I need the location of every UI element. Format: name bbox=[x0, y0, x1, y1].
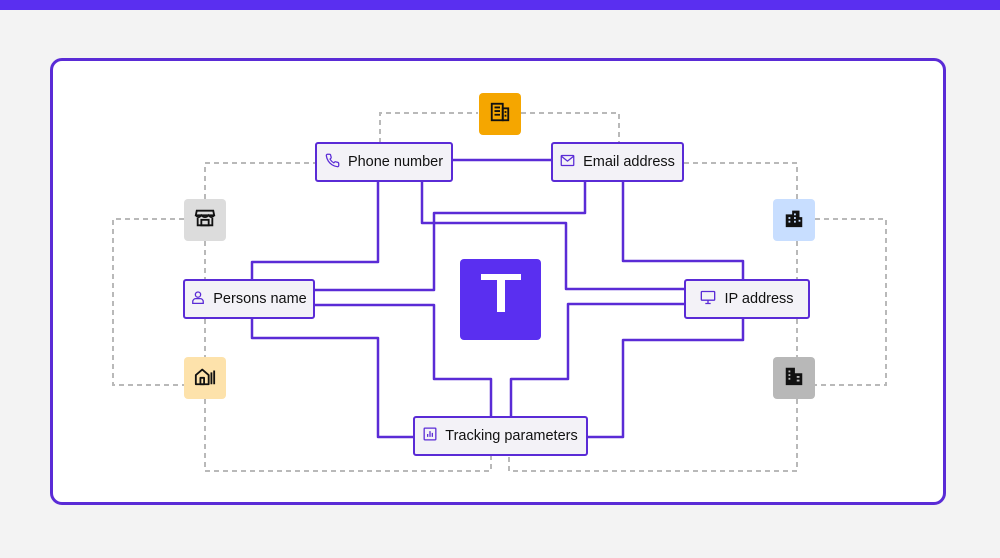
solid-connectors bbox=[250, 158, 745, 439]
office-building-icon bbox=[489, 101, 511, 128]
tile-right-bottom bbox=[773, 357, 815, 399]
user-icon bbox=[191, 290, 205, 309]
warehouse-icon bbox=[783, 365, 805, 392]
center-logo bbox=[460, 259, 541, 340]
phone-icon bbox=[325, 153, 340, 172]
node-label: IP address bbox=[724, 291, 794, 307]
tile-left-top bbox=[184, 199, 226, 241]
node-label: Persons name bbox=[213, 291, 307, 307]
top-accent-bar bbox=[0, 0, 1000, 10]
node-label: Email address bbox=[583, 154, 675, 170]
persons-name-node: Persons name bbox=[183, 279, 315, 319]
tile-left-bottom bbox=[184, 357, 226, 399]
node-label: Tracking parameters bbox=[445, 428, 578, 444]
tracking-parameters-node: Tracking parameters bbox=[413, 416, 588, 456]
node-label: Phone number bbox=[347, 154, 444, 170]
tile-top bbox=[479, 93, 521, 135]
bar-chart-icon bbox=[423, 427, 437, 445]
ip-address-node: IP address bbox=[684, 279, 810, 319]
mail-icon bbox=[560, 154, 575, 171]
apartments-icon bbox=[783, 207, 805, 234]
email-address-node: Email address bbox=[551, 142, 684, 182]
tile-right-top bbox=[773, 199, 815, 241]
storefront-icon bbox=[194, 207, 216, 234]
t-logo-icon bbox=[480, 274, 521, 325]
dashed-connectors bbox=[112, 112, 887, 472]
phone-number-node: Phone number bbox=[315, 142, 453, 182]
monitor-icon bbox=[700, 290, 716, 309]
house-icon bbox=[194, 365, 216, 392]
